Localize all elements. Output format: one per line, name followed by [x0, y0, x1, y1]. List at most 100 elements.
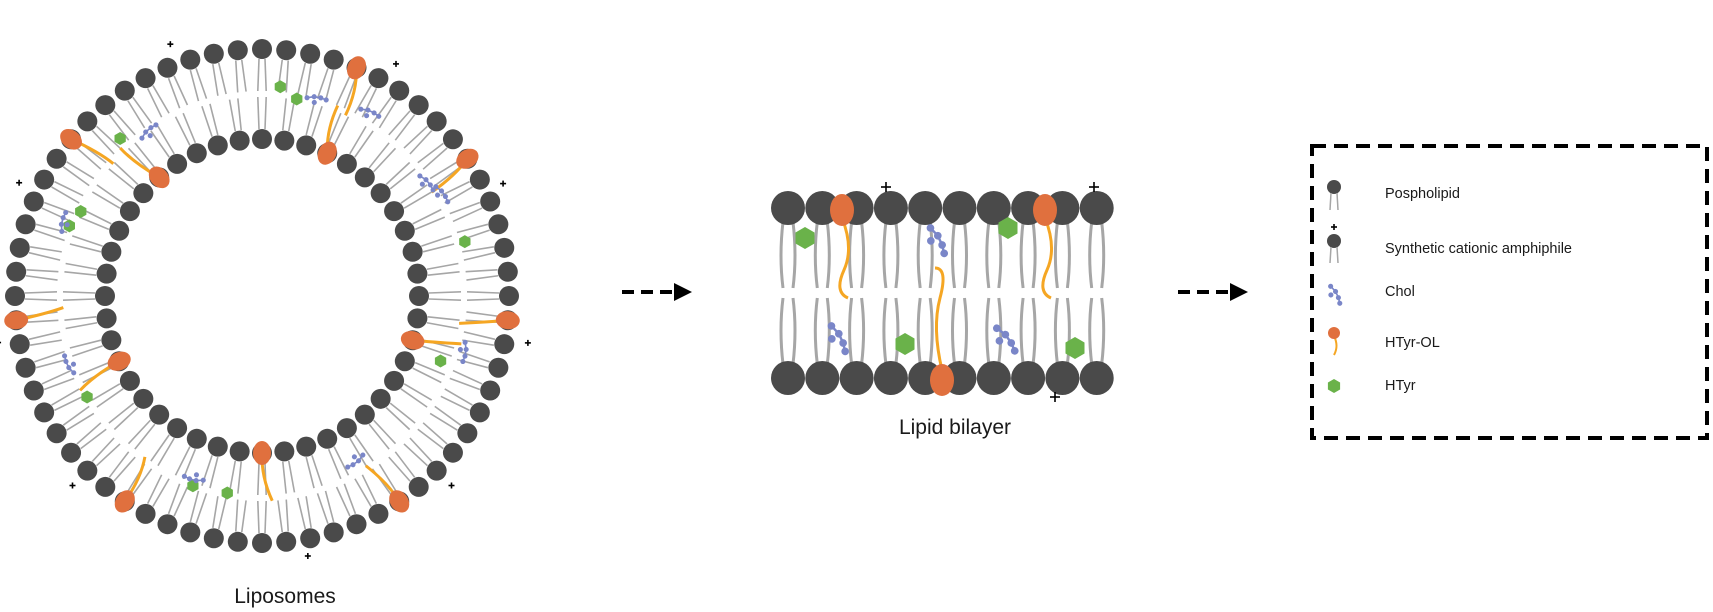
phospholipid-head [180, 522, 201, 543]
lipid-tail [389, 402, 416, 424]
cholesterol-icon [304, 94, 329, 106]
lipid-tail [173, 486, 189, 517]
lipid-tail [287, 99, 296, 132]
lipid-tail [66, 412, 95, 431]
phospholipid-head [407, 308, 428, 329]
lipid-tail [848, 221, 854, 289]
phospholipid-head [368, 503, 389, 524]
phospholipid-head [368, 68, 389, 89]
lipid-tail [813, 221, 819, 289]
lipid-tail [174, 116, 191, 146]
lipid-tail [422, 243, 455, 253]
lipid-tail [335, 486, 351, 517]
phospholipid-head [771, 191, 805, 225]
lipid-tail [127, 100, 146, 129]
lipid-tail [343, 483, 357, 515]
lipid-tail [985, 297, 991, 365]
lipid-tail [95, 443, 121, 467]
phospholipid-head [186, 143, 207, 164]
lipid-tail [985, 221, 991, 289]
lipid-tail [24, 291, 58, 294]
lipid-tail [34, 350, 65, 363]
lipid-tail [30, 339, 62, 346]
phospholipid-head [135, 503, 156, 524]
lipid-tail [80, 428, 107, 450]
lipid-tail [421, 345, 453, 357]
lipid-tail [462, 246, 494, 253]
phospholipid-head [203, 43, 224, 64]
phospholipid-head [942, 191, 977, 225]
lipid-tail [860, 297, 866, 365]
lipid-tail [212, 496, 219, 528]
lipid-tail [64, 271, 97, 276]
cholesterol-icon [181, 472, 206, 484]
lipid-tail [389, 168, 416, 190]
lipid-tail [463, 331, 496, 341]
phospholipid-head [180, 49, 201, 70]
cholesterol-icon [827, 322, 850, 356]
lipid-tail [825, 221, 831, 289]
htyr-ol-head [400, 330, 425, 350]
charge-plus-icon [524, 339, 531, 346]
phospholipid-head [317, 428, 338, 449]
phospholipid-head [227, 531, 248, 552]
phospholipid-head [394, 351, 415, 372]
lipid-tail [189, 490, 200, 523]
phospholipid-head [274, 130, 295, 151]
lipid-tail [466, 274, 499, 281]
lipid-tail [24, 298, 58, 301]
lipid-tail [209, 456, 219, 489]
lipid-tail [916, 297, 922, 365]
phospholipid-head [186, 428, 207, 449]
lipid-tail [426, 262, 459, 271]
lipid-tail [91, 437, 115, 463]
phospholipid-head [23, 191, 44, 212]
lipid-tail [1088, 297, 1094, 365]
htyr-ol-tail [838, 217, 850, 300]
phospholipid-head [408, 95, 429, 116]
lipid-tail [316, 68, 329, 99]
lipid-tail [209, 103, 219, 136]
lipid-tail [343, 77, 357, 109]
legend-label-cationic-amphiphile: Synthetic cationic amphiphile [1385, 241, 1572, 257]
htyr-ol-head [317, 141, 337, 165]
lipid-tail [400, 184, 428, 204]
phospholipid-head [354, 404, 375, 425]
phospholipid-head [873, 191, 908, 225]
lipid-tail [368, 423, 390, 450]
htyr-ol-head [4, 311, 29, 330]
lipid-tail [1065, 297, 1071, 365]
lipid-tail [779, 221, 785, 289]
lipid-tail [403, 383, 433, 401]
phospholipid-head [469, 402, 490, 423]
lipid-tail [65, 262, 98, 271]
lipid-tail [428, 298, 462, 301]
phospholipid-head [95, 95, 116, 116]
phospholipid-head [346, 514, 367, 535]
phospholipid-head [497, 261, 518, 282]
lipid-tail [394, 451, 416, 478]
lipid-tail [257, 58, 260, 92]
lipid-tail [297, 62, 307, 95]
phospholipid-head [1045, 361, 1080, 395]
lipid-tail [78, 216, 110, 231]
lipid-tail [354, 478, 372, 507]
phospholipid-head [402, 241, 423, 262]
lipid-tail [217, 62, 227, 95]
phospholipid-head [494, 237, 515, 258]
lipid-tail [894, 297, 900, 365]
lipid-tail [69, 339, 102, 349]
phospholipid-head [408, 476, 429, 497]
phospholipid-head [133, 183, 154, 204]
lipid-tail [1100, 221, 1106, 289]
lipid-tail [62, 166, 90, 187]
lipid-tail [91, 129, 115, 155]
lipid-tail [412, 208, 442, 225]
phospholipid-head [389, 80, 410, 101]
legend-label-phospholipid: Pospholipid [1385, 186, 1460, 202]
lipid-tail [465, 268, 498, 273]
lipid-tail [305, 64, 312, 96]
phospholipid-head [114, 80, 135, 101]
phospholipid-head [839, 361, 874, 395]
phospholipid-head [1011, 361, 1046, 395]
